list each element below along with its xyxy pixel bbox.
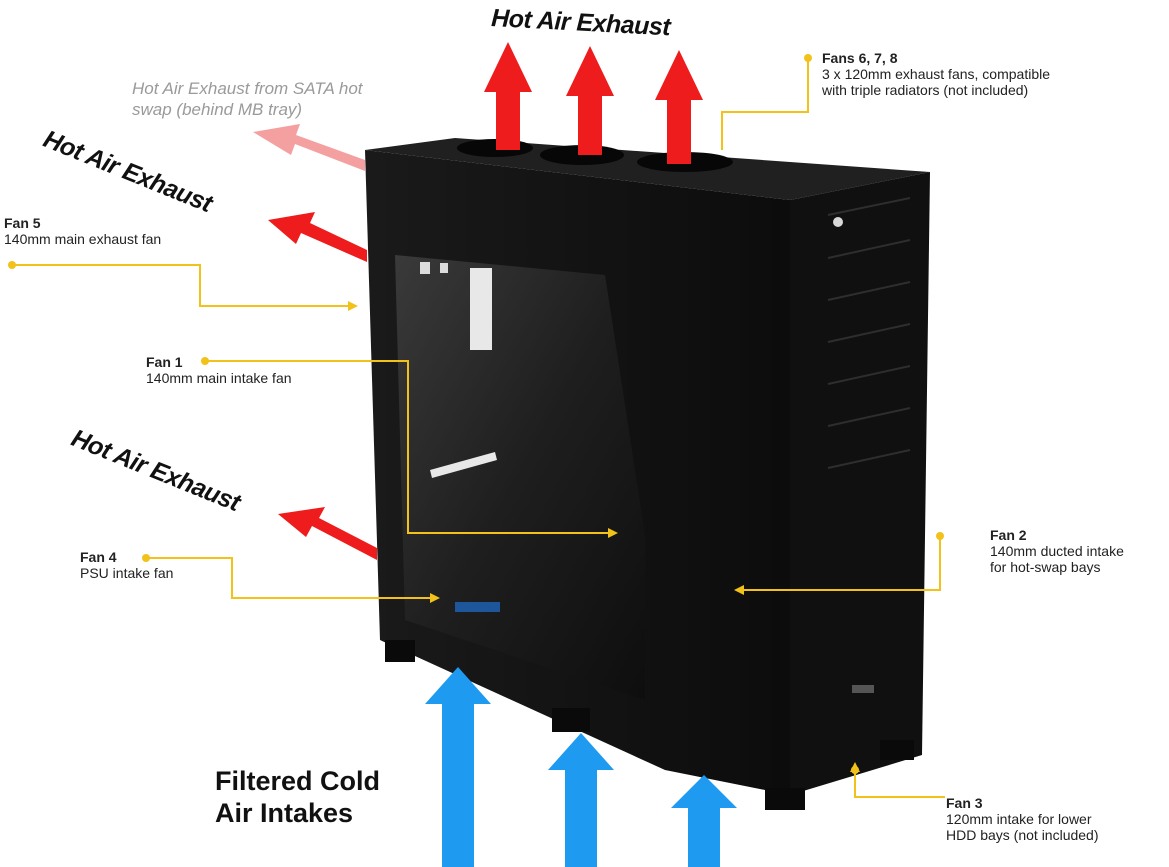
fan2-label: Fan 2 140mm ducted intake for hot-swap b… [990,527,1124,575]
brand-logo [852,685,874,693]
cold-intake-arrows [425,667,737,867]
lower-exhaust-arrow [278,507,377,560]
cold-intake-label: Filtered Cold Air Intakes [215,765,380,830]
sata-exhaust-label: Hot Air Exhaust from SATA hot swap (behi… [132,78,363,121]
callout-lines [12,58,945,798]
fan678-title: Fans 6, 7, 8 [822,50,898,66]
cold-intake-line-2: Air Intakes [215,798,354,829]
fan4-desc: PSU intake fan [80,565,174,582]
fan2-desc-1: 140mm ducted intake [990,543,1124,560]
sata-exhaust-line-1: Hot Air Exhaust from SATA hot [132,79,363,98]
sata-exhaust-arrow [253,124,365,171]
callout-endpoints [8,54,944,774]
exhaust-arrow-3 [655,50,703,164]
fan5-title: Fan 5 [4,215,41,231]
intake-arrow-3 [671,775,737,867]
fan4-label: Fan 4 PSU intake fan [80,549,173,581]
fan1-desc: 140mm main intake fan [146,370,292,387]
case-front-panel [790,172,930,795]
fan3-label: Fan 3 120mm intake for lower HDD bays (n… [946,795,1099,843]
fan1-label: Fan 1 140mm main intake fan [146,354,292,386]
fan678-desc-2: with triple radiators (not included) [822,82,1029,99]
fan3-desc-2: HDD bays (not included) [946,827,1099,844]
intake-arrow-2 [548,733,614,867]
fan2-callout [742,536,941,591]
fan3-desc-1: 120mm intake for lower [946,811,1092,828]
power-button-icon [833,217,843,227]
fan4-callout [146,557,432,599]
fan1-callout [205,360,610,534]
fan5-desc: 140mm main exhaust fan [4,231,162,248]
top-exhaust-arrows [484,42,703,164]
cold-intake-line-1: Filtered Cold [215,766,381,796]
fan4-title: Fan 4 [80,549,117,565]
fan678-desc-1: 3 x 120mm exhaust fans, compatible [822,66,1051,83]
intake-arrow-1 [425,667,491,867]
fan3-callout [854,770,945,798]
fan1-title: Fan 1 [146,354,183,370]
sata-exhaust-line-2: swap (behind MB tray) [132,100,303,120]
computer-case [365,138,930,810]
fan678-callout [721,58,809,150]
exhaust-arrow-1 [484,42,532,150]
upper-exhaust-arrow [268,212,367,262]
psu-display [455,602,500,612]
fan3-title: Fan 3 [946,795,983,811]
drive-bays [827,197,911,469]
exhaust-arrow-2 [566,46,614,155]
fan2-desc-2: for hot-swap bays [990,559,1101,576]
fan5-label: Fan 5 140mm main exhaust fan [4,215,161,247]
fan2-title: Fan 2 [990,527,1027,543]
fan678-label: Fans 6, 7, 8 3 x 120mm exhaust fans, com… [822,50,1050,98]
case-feet [385,640,914,810]
case-window [395,255,645,700]
fan5-callout [12,264,350,307]
